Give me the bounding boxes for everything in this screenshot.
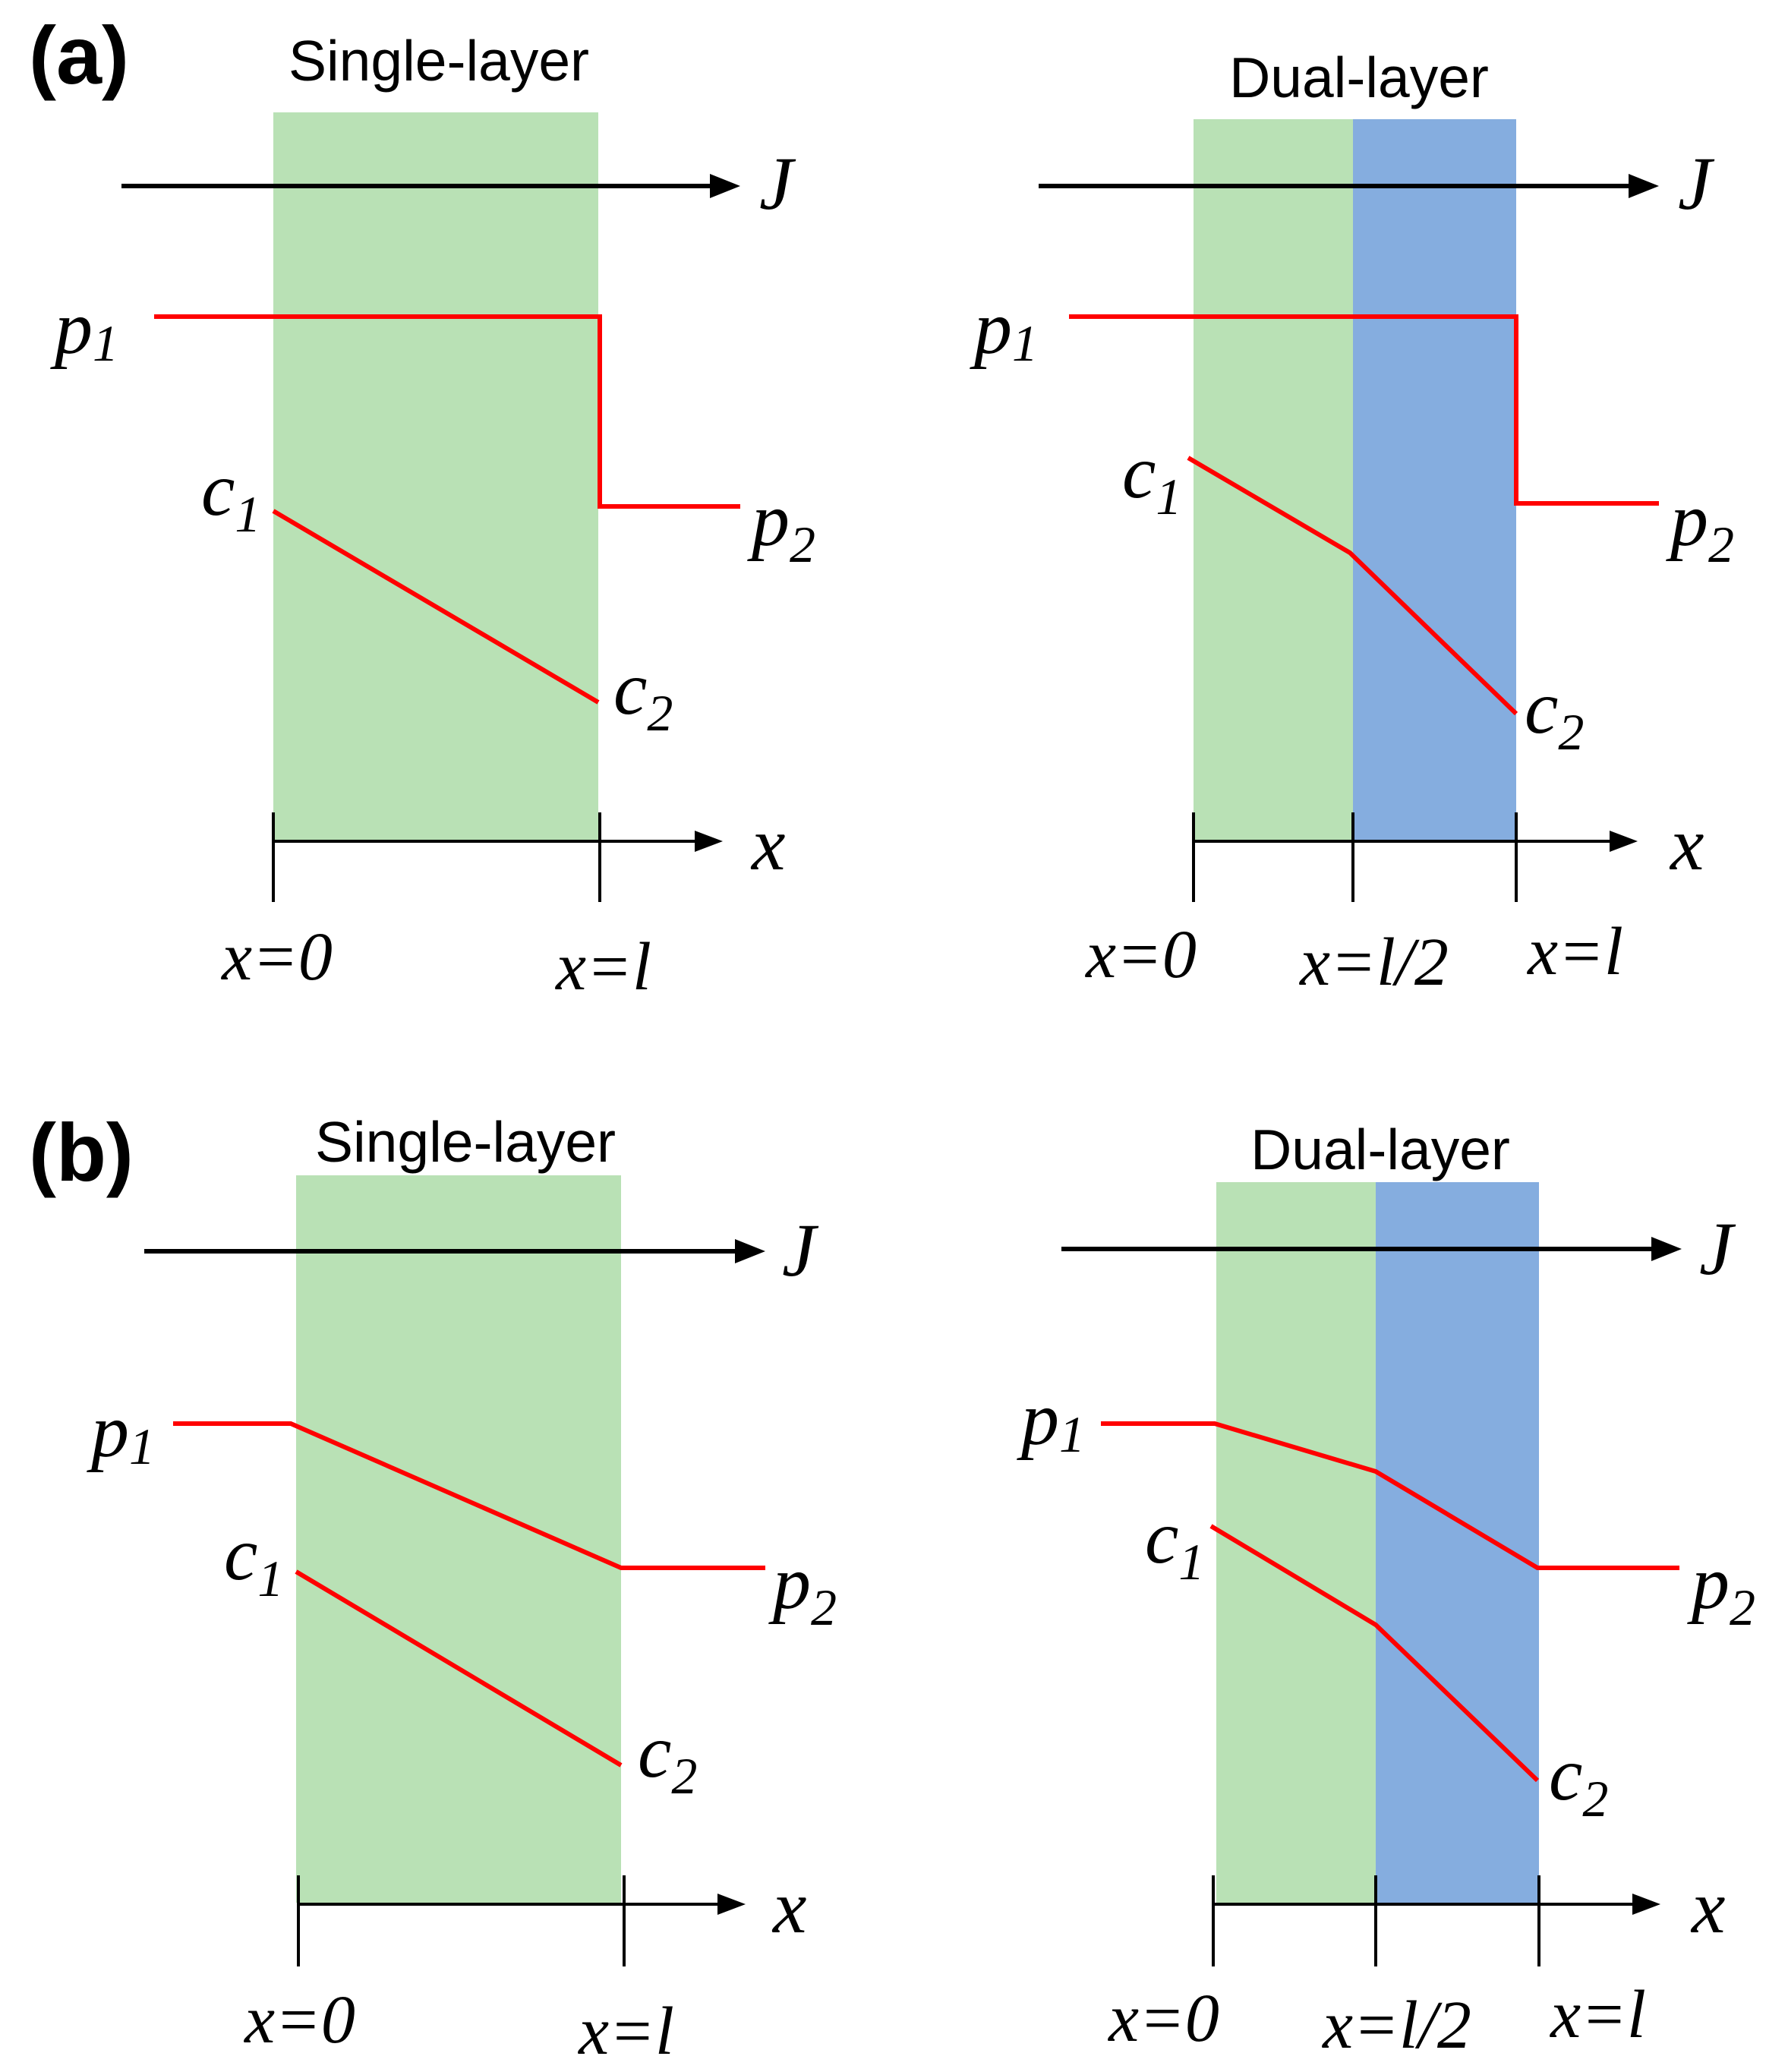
tick-label-x0: x=0 bbox=[220, 919, 333, 995]
concentration-profile bbox=[272, 509, 600, 705]
p2-label: p2 bbox=[1687, 1541, 1755, 1636]
single-layer-title: Single-layer bbox=[289, 29, 589, 93]
c2-label: c2 bbox=[1525, 665, 1584, 761]
p2-label: p2 bbox=[768, 1541, 837, 1636]
x-axis-arrow-head bbox=[1632, 1894, 1660, 1915]
membrane-layer-2 bbox=[1376, 1182, 1539, 1905]
flux-arrow-head bbox=[1651, 1237, 1682, 1261]
panel-a: (a) Single-layer J p1 p2 c1 c2 x x=0 x=l bbox=[29, 9, 1734, 1004]
x-axis-label: x bbox=[750, 802, 785, 886]
x-axis-arrow-head bbox=[695, 831, 723, 852]
tick-label-xhalf: x=l/2 bbox=[1321, 1988, 1471, 2063]
membrane-layer-2 bbox=[1353, 119, 1516, 840]
panel-b: (b) Single-layer J p1 p2 c1 c2 x x=0 x=l bbox=[29, 1106, 1755, 2069]
panel-a-label: (a) bbox=[29, 9, 129, 101]
p2-label: p2 bbox=[747, 478, 815, 573]
c1-label: c1 bbox=[201, 447, 260, 543]
tick-label-xl: x=l bbox=[1549, 1977, 1646, 2052]
panel-b-dual-layer: Dual-layer J p1 p2 c1 c2 x x=0 x=l/2 x=l bbox=[1017, 1118, 1755, 2063]
p1-label: p1 bbox=[1017, 1377, 1085, 1463]
concentration-profile bbox=[1187, 456, 1518, 716]
flux-label: J bbox=[782, 1208, 819, 1292]
c2-label: c2 bbox=[1549, 1732, 1608, 1828]
x-axis-label: x bbox=[1690, 1865, 1725, 1949]
c2-label: c2 bbox=[613, 646, 673, 742]
tick-label-xl: x=l bbox=[577, 1994, 674, 2069]
panel-b-single-layer: Single-layer J p1 p2 c1 c2 x x=0 x=l bbox=[87, 1110, 837, 2069]
panel-a-dual-layer: Dual-layer J p1 p2 c1 c2 x x=0 x=l/2 x=l bbox=[970, 46, 1734, 1000]
p2-label: p2 bbox=[1666, 478, 1734, 573]
x-axis-label: x bbox=[771, 1865, 806, 1949]
p1-label: p1 bbox=[50, 285, 118, 372]
pressure-profile bbox=[173, 1421, 765, 1570]
c1-label: c1 bbox=[1122, 430, 1181, 525]
pressure-profile bbox=[1101, 1421, 1679, 1570]
flux-label: J bbox=[759, 141, 796, 225]
flux-label: J bbox=[1678, 141, 1715, 225]
x-axis-arrow-head bbox=[1610, 831, 1638, 852]
c1-label: c1 bbox=[1145, 1495, 1204, 1591]
flux-arrow-head bbox=[1629, 174, 1659, 198]
p1-label: p1 bbox=[970, 285, 1038, 372]
pressure-profile bbox=[154, 314, 740, 509]
panel-b-label: (b) bbox=[29, 1106, 134, 1198]
tick-label-xhalf: x=l/2 bbox=[1298, 925, 1449, 1000]
membrane-layer-1 bbox=[1194, 119, 1353, 840]
panel-a-single-layer: Single-layer J p1 p2 c1 c2 x x=0 x=l bbox=[50, 29, 815, 1004]
x-axis-arrow-head bbox=[717, 1894, 746, 1915]
x-axis-label: x bbox=[1669, 802, 1704, 886]
concentration-profile bbox=[1209, 1524, 1540, 1783]
concentration-profile bbox=[295, 1569, 623, 1768]
pressure-profile bbox=[1069, 314, 1659, 506]
c1-label: c1 bbox=[224, 1512, 283, 1607]
tick-label-xl: x=l bbox=[554, 929, 651, 1004]
single-layer-title: Single-layer bbox=[315, 1110, 616, 1174]
tick-label-x0: x=0 bbox=[1084, 917, 1197, 992]
membrane-layer bbox=[273, 112, 598, 840]
flux-arrow-head bbox=[735, 1239, 765, 1263]
tick-label-xl: x=l bbox=[1526, 914, 1623, 989]
flux-label: J bbox=[1699, 1206, 1736, 1291]
p1-label: p1 bbox=[87, 1389, 155, 1475]
flux-arrow-head bbox=[710, 174, 740, 198]
dual-layer-title: Dual-layer bbox=[1250, 1118, 1510, 1181]
c2-label: c2 bbox=[638, 1709, 697, 1805]
tick-label-x0: x=0 bbox=[1107, 1981, 1219, 2056]
dual-layer-title: Dual-layer bbox=[1229, 46, 1489, 109]
tick-label-x0: x=0 bbox=[243, 1982, 355, 2058]
membrane-layer bbox=[296, 1175, 621, 1903]
